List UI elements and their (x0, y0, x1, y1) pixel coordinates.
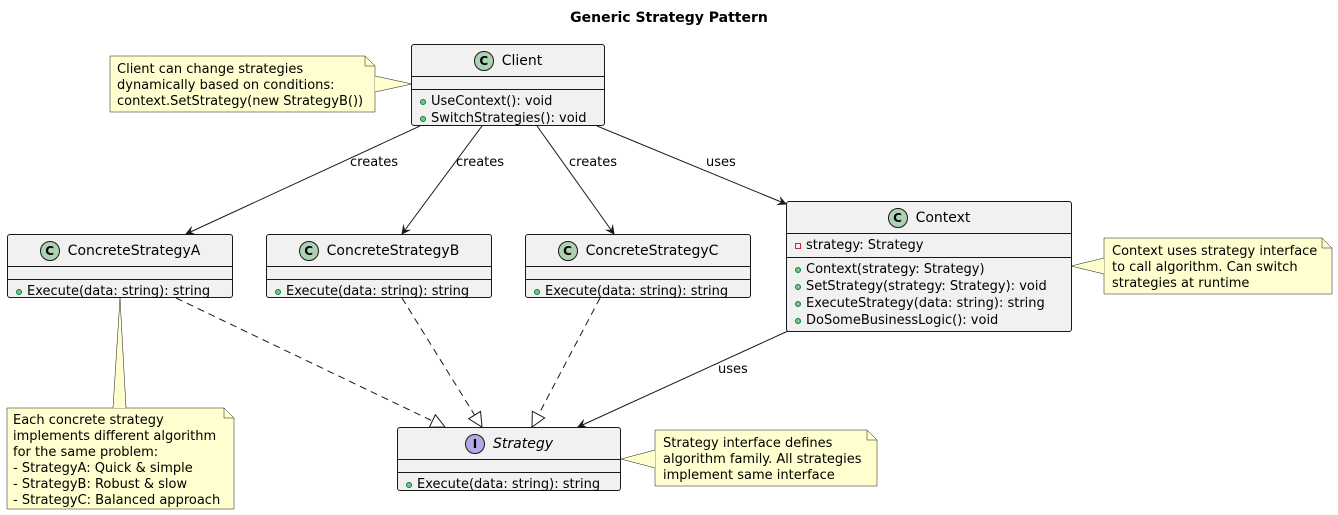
class-context[interactable]: C Context strategy: Strategy Context(str… (786, 201, 1072, 332)
class-name: Strategy (493, 435, 553, 452)
class-name: ConcreteStrategyB (326, 242, 460, 259)
edge-label-client-context: uses (706, 155, 736, 170)
public-visibility-icon (795, 266, 801, 273)
class-concrete-strategy-a[interactable]: C ConcreteStrategyA Execute(data: string… (7, 234, 233, 299)
public-visibility-icon (16, 288, 22, 295)
public-visibility-icon (795, 300, 801, 307)
diagram-title: Generic Strategy Pattern (570, 10, 768, 26)
method-row: Context(strategy: Strategy) (795, 261, 1063, 278)
realize-b (401, 297, 482, 427)
attributes-section (526, 267, 750, 280)
attributes-section (267, 267, 491, 280)
edge-client-b (401, 125, 483, 235)
class-concrete-strategy-c[interactable]: C ConcreteStrategyC Execute(data: string… (525, 234, 751, 299)
class-name: Context (915, 209, 971, 226)
edge-client-a (185, 125, 421, 235)
edge-client-c (536, 125, 615, 235)
class-stereotype-icon: C (557, 240, 578, 261)
method-row: Execute(data: string): string (16, 283, 224, 300)
interface-strategy[interactable]: I Strategy Execute(data: string): string (397, 427, 621, 492)
method-row: UseContext(): void (420, 93, 596, 110)
attribute-row: strategy: Strategy (795, 237, 1063, 254)
public-visibility-icon (795, 283, 801, 290)
attributes-section (412, 77, 604, 90)
class-name: ConcreteStrategyA (67, 242, 201, 259)
edge-label-context-strategy: uses (718, 362, 748, 377)
attributes-section (398, 460, 620, 473)
class-client[interactable]: C Client UseContext(): void SwitchStrate… (411, 44, 605, 126)
attributes-section (8, 267, 232, 280)
note-context-shape (1103, 237, 1333, 295)
public-visibility-icon (534, 288, 540, 295)
class-name: ConcreteStrategyC (585, 242, 719, 259)
class-stereotype-icon: C (39, 240, 60, 261)
method-row: SetStrategy(strategy: Strategy): void (795, 278, 1063, 295)
note-concrete-shape (6, 407, 235, 510)
class-stereotype-icon: C (473, 50, 494, 71)
public-visibility-icon (795, 317, 801, 324)
class-stereotype-icon: C (298, 240, 319, 261)
realize-a (175, 297, 445, 427)
class-stereotype-icon: C (887, 207, 908, 228)
realize-c (532, 297, 601, 427)
class-name: Client (501, 52, 543, 69)
edge-label-client-c: creates (569, 155, 618, 170)
methods-section: Execute(data: string): string (8, 280, 232, 303)
class-concrete-strategy-b[interactable]: C ConcreteStrategyB Execute(data: string… (266, 234, 492, 299)
interface-stereotype-icon: I (465, 433, 485, 454)
method-row: Execute(data: string): string (275, 283, 483, 300)
public-visibility-icon (275, 288, 281, 295)
method-row: SwitchStrategies(): void (420, 110, 596, 127)
methods-section: UseContext(): void SwitchStrategies(): v… (412, 90, 604, 130)
methods-section: Execute(data: string): string (526, 280, 750, 303)
method-row: Execute(data: string): string (534, 283, 742, 300)
method-row: Execute(data: string): string (406, 476, 612, 493)
public-visibility-icon (420, 115, 426, 122)
public-visibility-icon (406, 481, 412, 488)
edge-label-client-b: creates (456, 155, 505, 170)
edge-context-strategy (577, 330, 789, 428)
edge-client-context (596, 125, 787, 206)
methods-section: Execute(data: string): string (398, 473, 620, 496)
private-visibility-icon (795, 242, 801, 249)
edge-label-client-a: creates (350, 155, 399, 170)
note-strategy-shape (654, 429, 878, 487)
public-visibility-icon (420, 98, 426, 105)
method-row: DoSomeBusinessLogic(): void (795, 312, 1063, 329)
methods-section: Context(strategy: Strategy) SetStrategy(… (787, 258, 1071, 332)
attributes-section: strategy: Strategy (787, 234, 1071, 258)
method-row: ExecuteStrategy(data: string): string (795, 295, 1063, 312)
methods-section: Execute(data: string): string (267, 280, 491, 303)
